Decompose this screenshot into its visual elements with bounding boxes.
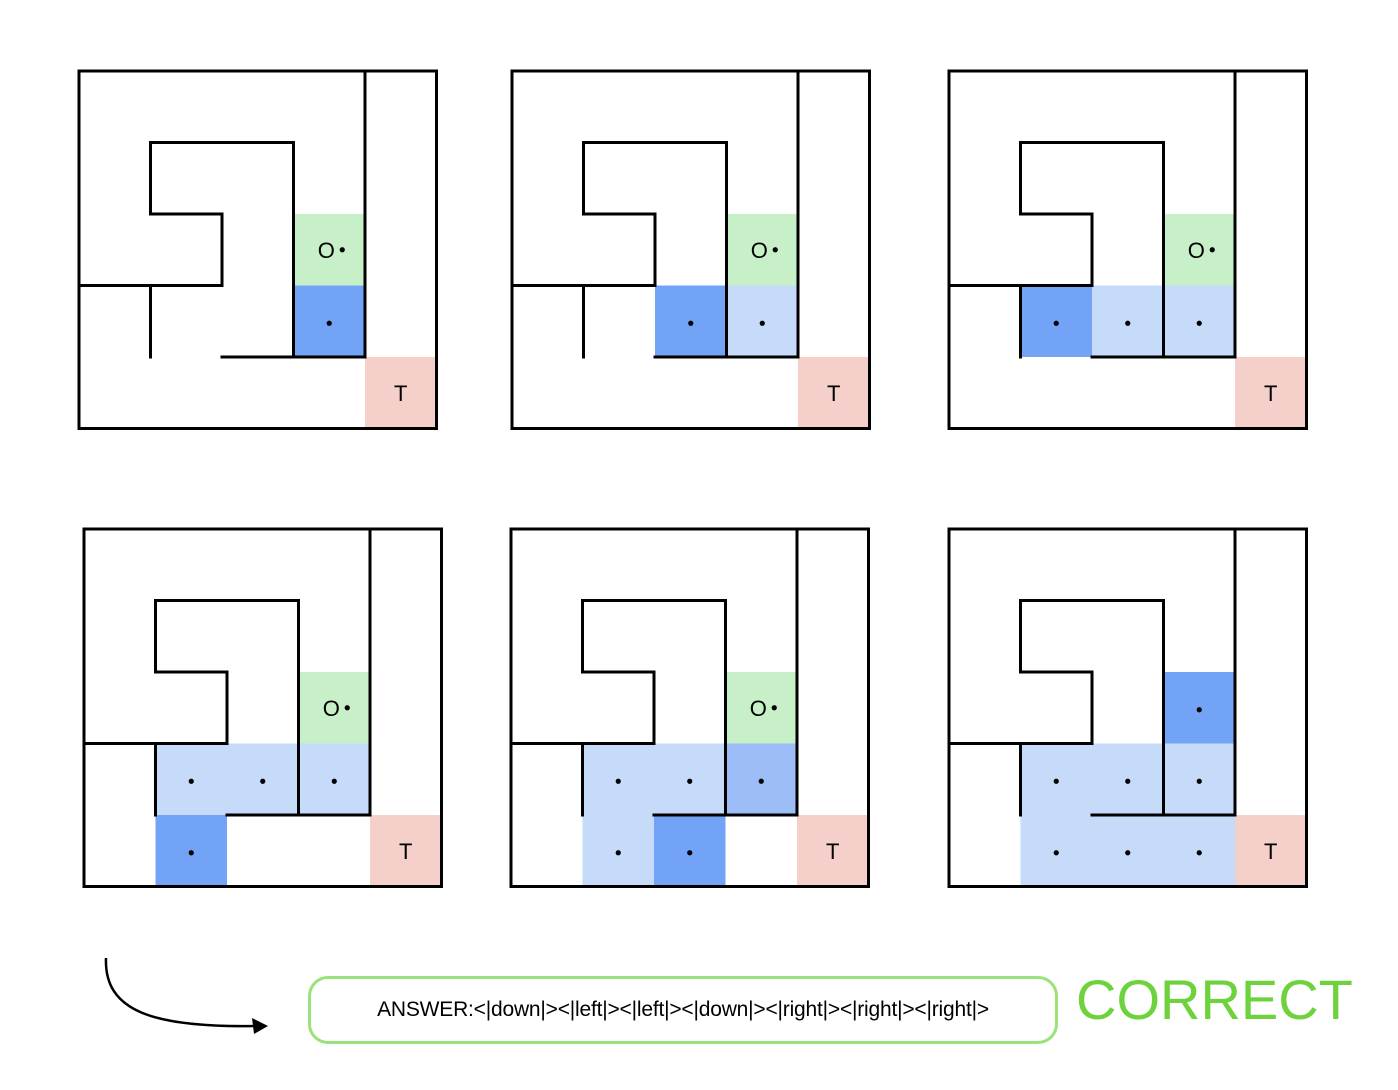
path-dot	[687, 778, 693, 784]
path-dot	[758, 778, 764, 784]
path-dot	[1125, 320, 1131, 326]
path-dot	[260, 778, 266, 784]
target-cell	[1235, 815, 1307, 887]
target-cell	[365, 357, 437, 429]
target-cell	[797, 815, 869, 887]
target-cell	[798, 357, 870, 429]
target-cell	[370, 815, 442, 887]
path-dot	[1053, 778, 1059, 784]
path-dot	[1125, 850, 1131, 856]
path-dot	[1196, 707, 1202, 713]
path-dot	[1125, 778, 1131, 784]
path-dot	[687, 850, 693, 856]
path-dot	[1053, 850, 1059, 856]
maze-panel-step-5: OT	[509, 527, 870, 888]
target-label: T	[1264, 839, 1277, 864]
path-dot	[615, 850, 621, 856]
maze-panel-step-1: OT	[77, 69, 438, 430]
target-label: T	[1264, 381, 1277, 406]
path-cell-origin	[1163, 214, 1235, 286]
answer-box: ANSWER:<|down|><|left|><|left|><|down|><…	[308, 976, 1058, 1044]
maze-panel-step-2: OT	[510, 69, 871, 430]
path-cell-origin	[726, 214, 798, 286]
path-dot	[1196, 778, 1202, 784]
maze-panel-step-3: OT	[947, 69, 1308, 430]
path-dot	[759, 320, 765, 326]
origin-label: O	[323, 696, 340, 721]
path-dot	[344, 705, 350, 711]
origin-label: O	[750, 696, 767, 721]
path-dot	[188, 850, 194, 856]
origin-label: O	[1188, 238, 1205, 263]
path-dot	[331, 778, 337, 784]
path-dot	[326, 320, 332, 326]
origin-label: O	[318, 238, 335, 263]
path-dot	[1196, 850, 1202, 856]
path-dot	[688, 320, 694, 326]
target-cell	[1235, 357, 1307, 429]
path-dot	[1209, 247, 1215, 253]
target-label: T	[826, 839, 839, 864]
path-dot	[772, 247, 778, 253]
path-cell-origin	[293, 214, 365, 286]
origin-label: O	[751, 238, 768, 263]
path-dot	[771, 705, 777, 711]
path-dot	[339, 247, 345, 253]
maze-panel-step-6: T	[947, 527, 1308, 888]
path-dot	[615, 778, 621, 784]
answer-text: ANSWER:<|down|><|left|><|left|><|down|><…	[377, 998, 989, 1021]
path-dot	[1053, 320, 1059, 326]
target-label: T	[399, 839, 412, 864]
path-cell-origin	[298, 672, 370, 744]
maze-panel-step-4: OT	[82, 527, 443, 888]
curved-arrow	[104, 957, 259, 1028]
path-dot	[188, 778, 194, 784]
target-label: T	[394, 381, 407, 406]
target-label: T	[827, 381, 840, 406]
path-dot	[1196, 320, 1202, 326]
path-cell-origin	[725, 672, 797, 744]
arrow-head-icon	[252, 1018, 268, 1034]
verdict-label: CORRECT	[1076, 968, 1353, 1031]
